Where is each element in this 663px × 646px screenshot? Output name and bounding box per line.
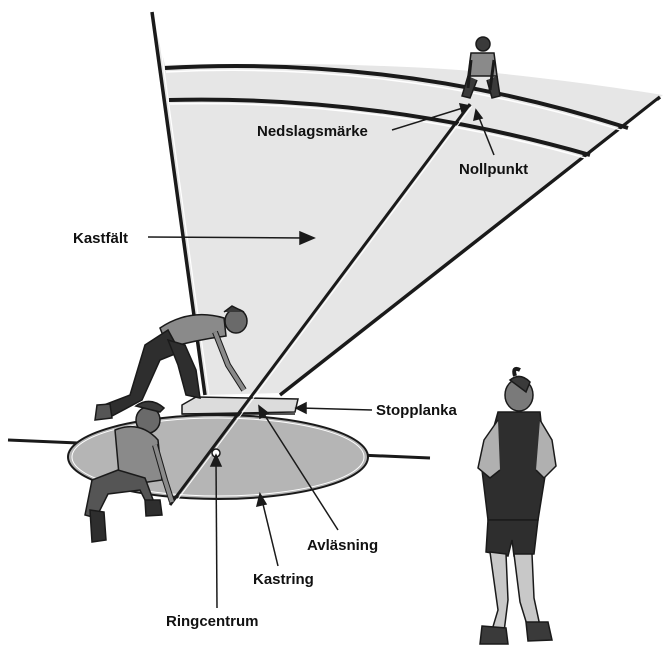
throwing-sector bbox=[152, 14, 663, 395]
label-nollpunkt: Nollpunkt bbox=[459, 161, 528, 178]
label-kastring: Kastring bbox=[253, 571, 314, 588]
arrow-kastring bbox=[262, 500, 278, 566]
label-ringcentrum: Ringcentrum bbox=[166, 613, 259, 630]
arrow-stopplanka bbox=[300, 408, 372, 410]
label-kastfalt: Kastfält bbox=[73, 230, 128, 247]
arrow-ringcentrum bbox=[216, 460, 217, 608]
label-stopplanka: Stopplanka bbox=[376, 402, 458, 419]
label-avlasning: Avläsning bbox=[307, 537, 378, 554]
athlete-figure bbox=[478, 369, 556, 644]
label-nedslagsmarke: Nedslagsmärke bbox=[257, 123, 368, 140]
arrow-kastfalt bbox=[148, 237, 305, 238]
